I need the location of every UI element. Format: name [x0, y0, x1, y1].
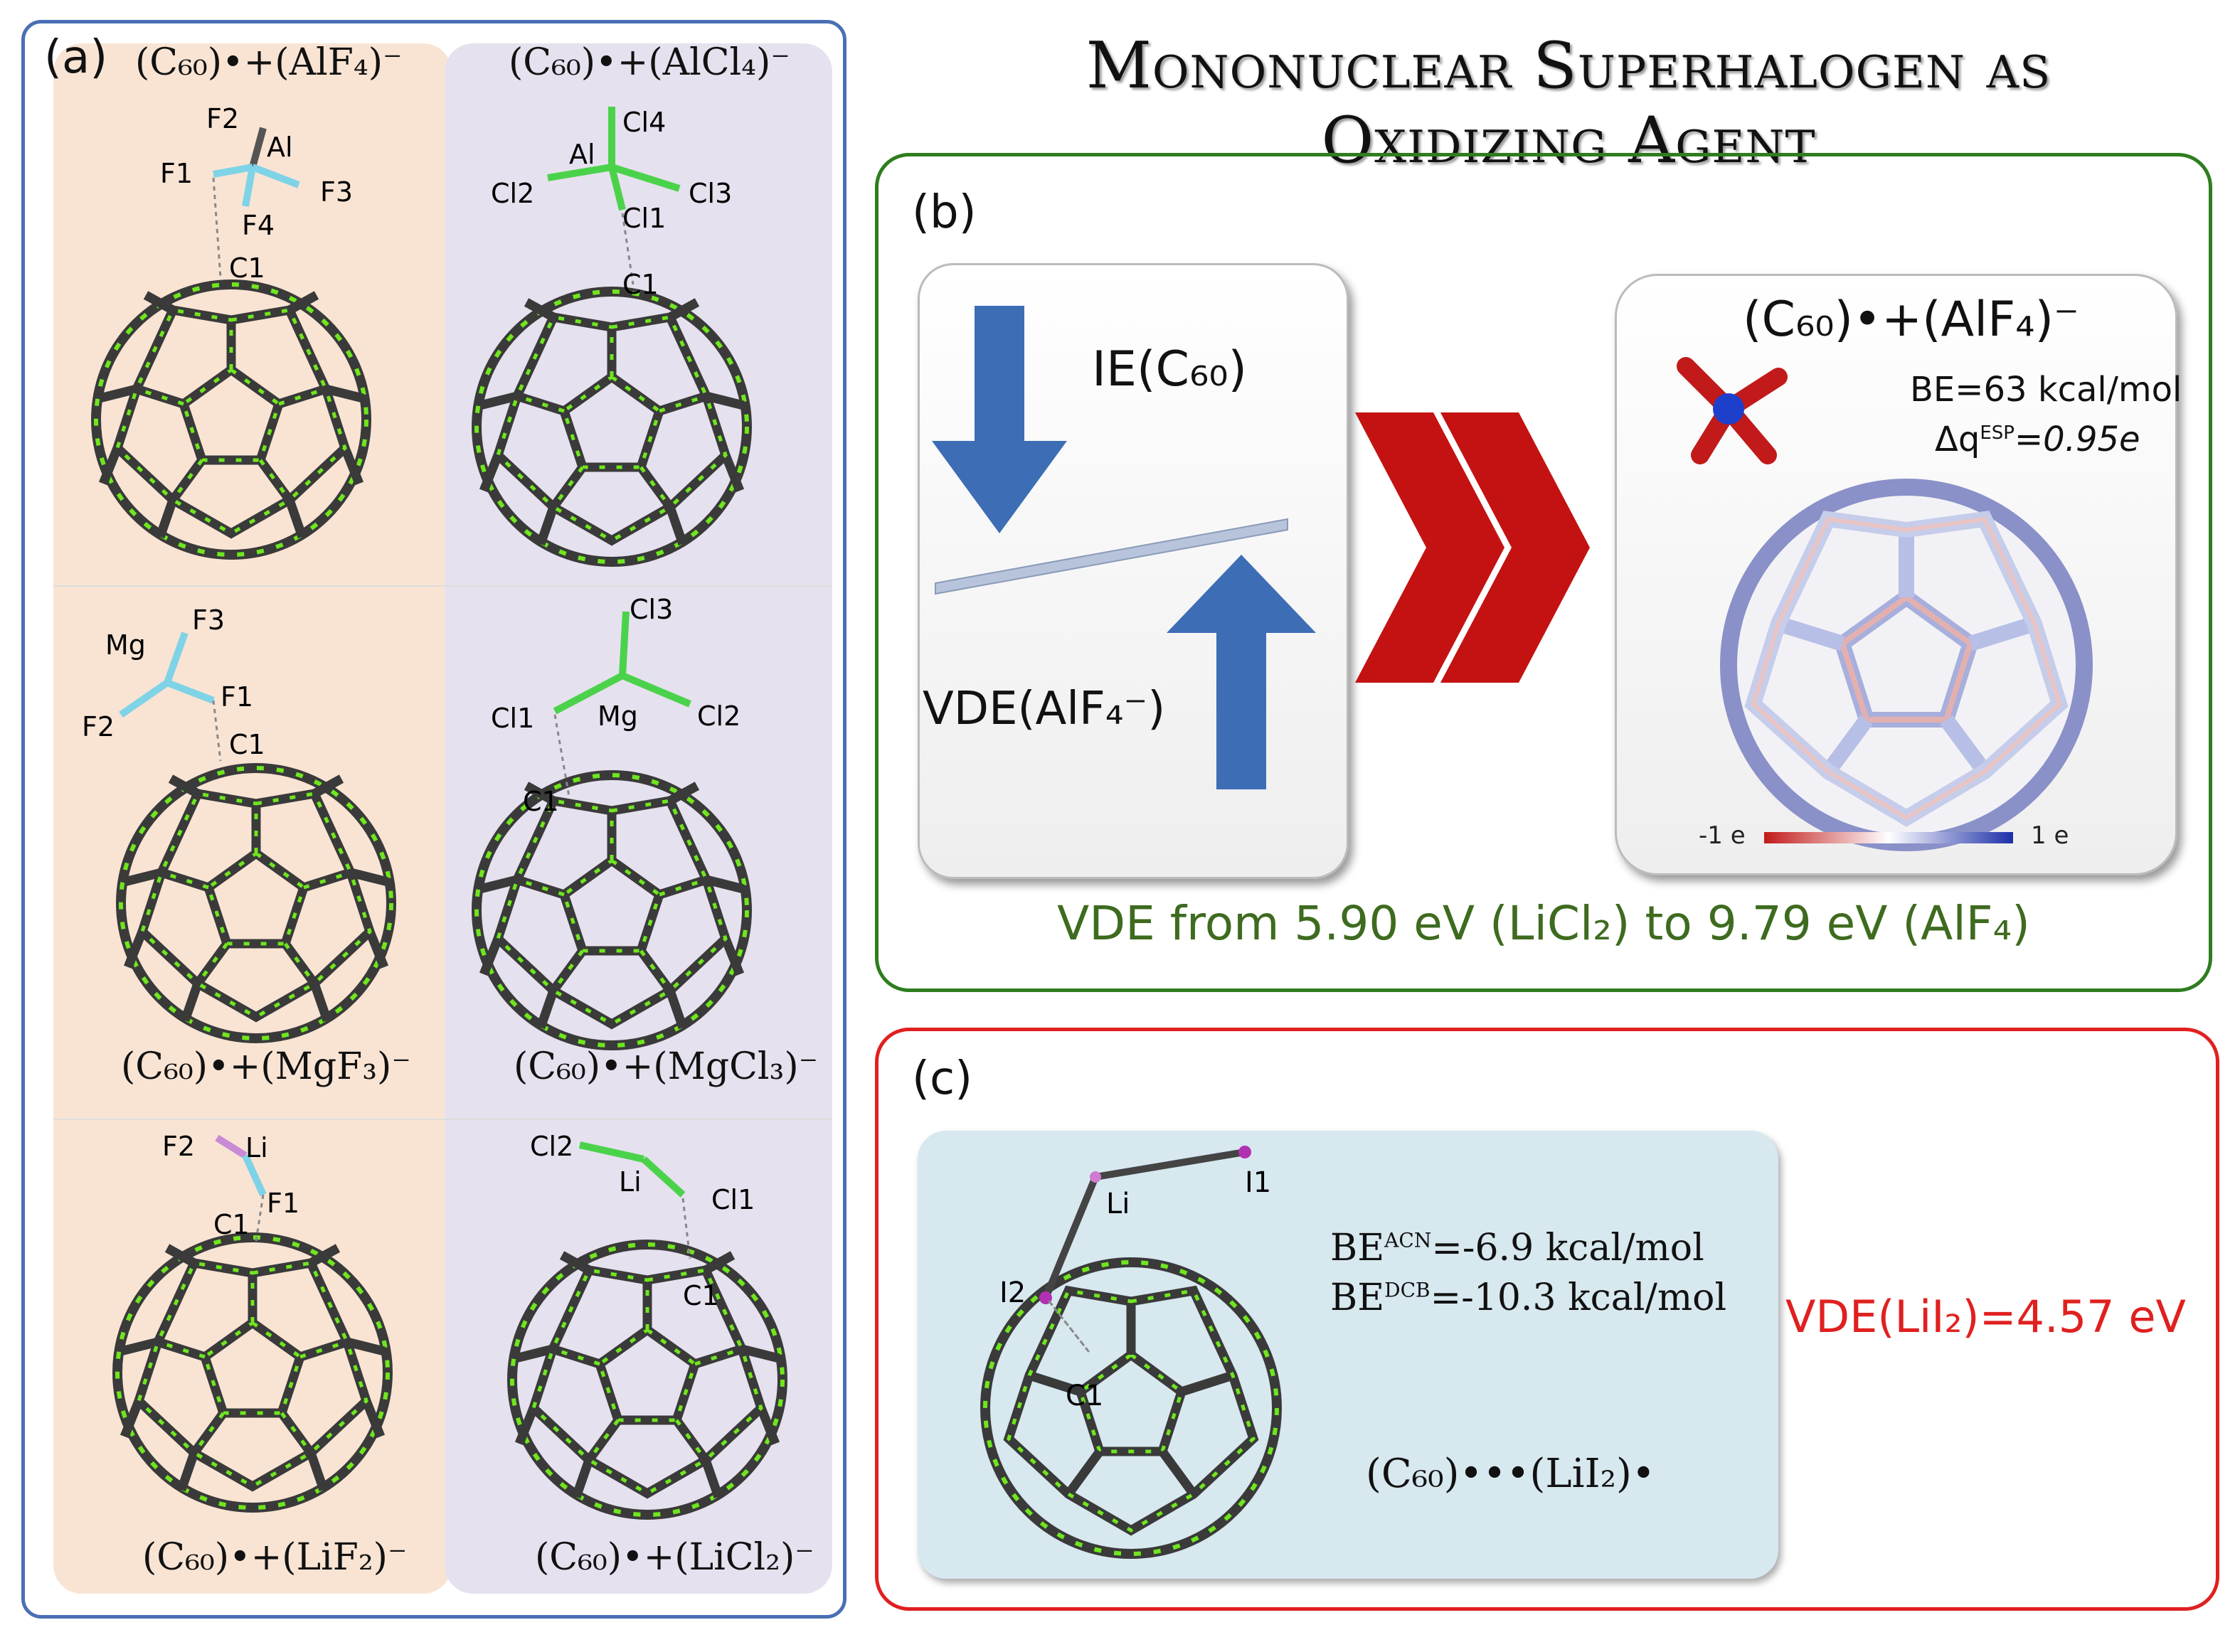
- atom-label: F2: [206, 103, 240, 134]
- be-dcb-prefix: BE: [1330, 1277, 1385, 1319]
- atom-label: C1: [1066, 1380, 1104, 1412]
- caption-alf4: (C₆₀)•+(AlF₄)⁻: [135, 41, 403, 84]
- atom-label: F3: [320, 176, 354, 208]
- atom-label: Cl1: [491, 703, 535, 734]
- atom-label: Al: [569, 139, 595, 170]
- caption-mgf3: (C₆₀)•+(MgF₃)⁻: [121, 1045, 411, 1088]
- esp-buckyball: [1720, 479, 2093, 851]
- binding-energy: BE=63 kcal/mol: [1910, 370, 2182, 410]
- down-arrow: [932, 306, 1067, 533]
- be-acn: BEACN=-6.9 kcal/mol: [1330, 1227, 1704, 1269]
- atom-label: Cl1: [711, 1184, 755, 1215]
- charge-transfer-value: =0.95e: [2014, 420, 2140, 459]
- atom-label: Li: [245, 1132, 268, 1163]
- atom-label: Cl4: [622, 107, 667, 138]
- level-bar: [935, 518, 1288, 595]
- chevron-arrow-icon: [1355, 412, 1590, 683]
- atom-label: F1: [160, 158, 193, 189]
- atom-label: F2: [82, 711, 115, 742]
- c60-buckyball-c: [980, 1257, 1282, 1559]
- panel-c: [875, 1028, 2219, 1611]
- caption-mgcl3: (C₆₀)•+(MgCl₃)⁻: [514, 1045, 819, 1088]
- atom-label: F1: [221, 681, 254, 713]
- panel-c-label: (c): [912, 1053, 973, 1105]
- vde-label: VDE(AlF₄⁻): [923, 683, 1166, 735]
- panel-a-label: (a): [44, 31, 108, 84]
- lif2-fragment: [215, 1134, 267, 1242]
- atom-label: C1: [229, 252, 265, 284]
- panel-b-label: (b): [912, 186, 977, 239]
- energy-arrows: [932, 306, 1316, 789]
- atom-label: Cl2: [697, 700, 741, 732]
- atom-label: C1: [523, 786, 559, 817]
- scale-min-label: -1 e: [1699, 821, 1746, 850]
- be-acn-prefix: BE: [1330, 1227, 1385, 1269]
- atom-label: Cl2: [530, 1131, 574, 1162]
- esp-molecule: [1677, 357, 2093, 851]
- be-acn-sup: ACN: [1384, 1228, 1432, 1252]
- row-divider-2: [53, 1119, 832, 1120]
- buckyball-mgf3: [121, 768, 391, 1038]
- row-divider-1: [53, 585, 832, 587]
- atom-label: C1: [683, 1280, 719, 1311]
- charge-transfer-sup: ESP: [1980, 422, 2015, 444]
- be-dcb: BEDCB=-10.3 kcal/mol: [1330, 1277, 1726, 1319]
- esp-colorbar: [1764, 832, 2013, 843]
- buckyball-mgcl3: [477, 775, 747, 1045]
- caption-lif2: (C₆₀)•+(LiF₂)⁻: [142, 1536, 408, 1579]
- panel-b: [875, 153, 2212, 992]
- alf4-fragment: [212, 127, 300, 278]
- atom-label: F3: [192, 604, 225, 636]
- atom-label: Li: [1106, 1188, 1130, 1220]
- atom-label: Mg: [598, 700, 638, 732]
- panel-a-molecules: [0, 107, 854, 1652]
- buckyball-alcl4: [477, 292, 747, 562]
- page-title: Mononuclear Superhalogen as Oxidizing Ag…: [1086, 28, 2051, 178]
- vde-lii2: VDE(LiI₂)=4.57 eV: [1785, 1291, 2186, 1343]
- panel-b-footer: VDE from 5.90 eV (LiCl₂) to 9.79 eV (AlF…: [1057, 896, 2030, 951]
- alcl4-fragment: [547, 107, 681, 285]
- atom-label: Al: [267, 132, 293, 163]
- lii2-molecule: [980, 1146, 1282, 1559]
- lii2-fragment: [1039, 1146, 1251, 1353]
- up-arrow: [1167, 555, 1316, 789]
- atom-label: I2: [999, 1277, 1026, 1309]
- mgcl3-fragment: [553, 611, 691, 797]
- be-dcb-value: =-10.3 kcal/mol: [1430, 1277, 1727, 1319]
- atom-label: Cl2: [491, 178, 535, 209]
- caption-licl2: (C₆₀)•+(LiCl₂)⁻: [535, 1536, 814, 1579]
- atom-label: Li: [619, 1166, 642, 1198]
- charge-transfer-symbol: Δq: [1935, 420, 1980, 459]
- panel-c-inner: [918, 1131, 1778, 1579]
- atom-label: I1: [1245, 1166, 1272, 1199]
- charge-transfer: ΔqESP=0.95e: [1935, 420, 2140, 459]
- atom-label: C1: [229, 729, 265, 760]
- buckyball-lif2: [117, 1237, 388, 1508]
- atom-label: C1: [213, 1209, 250, 1240]
- licl2-fragment: [578, 1141, 691, 1259]
- atom-label: Cl3: [689, 178, 733, 209]
- buckyball-alf4: [96, 284, 366, 555]
- ie-label: IE(C₆₀): [1092, 341, 1248, 398]
- atom-label: F1: [267, 1188, 300, 1219]
- caption-alcl4: (C₆₀)•+(AlCl₄)⁻: [509, 41, 790, 84]
- atom-label: Cl3: [630, 594, 674, 625]
- atom-label: F4: [242, 210, 275, 241]
- be-dcb-sup: DCB: [1384, 1278, 1430, 1302]
- atom-label: Mg: [105, 629, 146, 661]
- be-acn-value: =-6.9 kcal/mol: [1431, 1227, 1704, 1269]
- mgf3-fragment: [119, 632, 222, 762]
- buckyball-licl2: [512, 1245, 782, 1515]
- complex-formula-c: (C₆₀)•••(LiI₂)•: [1366, 1451, 1655, 1497]
- complex-formula: (C₆₀)•+(AlF₄)⁻: [1743, 292, 2079, 348]
- atom-label: C1: [622, 269, 659, 300]
- alf4-stick: [1677, 357, 1788, 464]
- atom-label: F2: [162, 1131, 196, 1162]
- scale-max-label: 1 e: [2031, 821, 2069, 850]
- atom-label: Cl1: [622, 203, 667, 234]
